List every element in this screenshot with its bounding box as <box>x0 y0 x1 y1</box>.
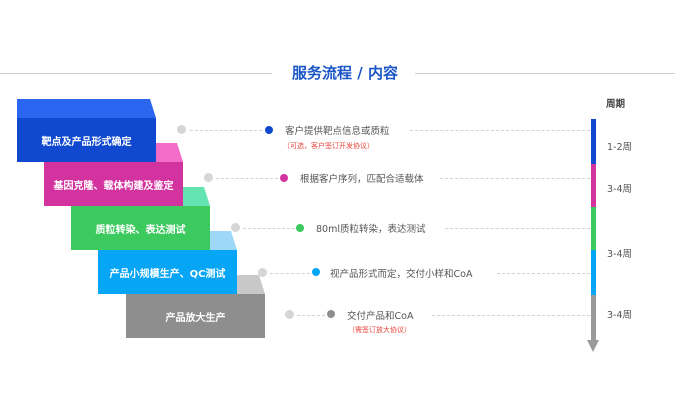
duration-4: 3-4周 <box>607 310 633 321</box>
connector-dash <box>190 130 262 131</box>
timeline-arrow-icon <box>587 340 599 352</box>
connector-dash <box>497 273 590 274</box>
step-4-dot <box>312 268 320 276</box>
step-1: 靶点及产品形式确定 <box>17 99 156 162</box>
step-3-content: 80ml质粒转染，表达测试 <box>316 224 426 235</box>
timeline-segment-green <box>591 207 596 250</box>
step-top <box>17 99 156 118</box>
step-5-content: 交付产品和CoA <box>347 311 414 322</box>
page-title: 服务流程 / 内容 <box>292 64 398 82</box>
step-label: 产品放大生产 <box>126 294 265 338</box>
connector-dash <box>410 130 590 131</box>
step-5-dot <box>327 310 335 318</box>
connector-start-dot <box>204 173 213 182</box>
duration-3: 3-4周 <box>607 249 633 260</box>
timeline-segment-cyan <box>591 250 596 295</box>
connector-dash <box>243 228 295 229</box>
connector-start-dot <box>231 223 240 232</box>
title-rule-left <box>0 73 272 74</box>
step-2-dot <box>280 174 288 182</box>
connector-dash <box>432 315 590 316</box>
period-header: 周期 <box>606 99 626 110</box>
connector-dash <box>270 273 310 274</box>
step-1-dot <box>265 126 273 134</box>
connector-start-dot <box>258 268 267 277</box>
step-5-note: （需签订放大协议） <box>348 326 411 334</box>
step-label: 靶点及产品形式确定 <box>17 118 156 162</box>
timeline-segment-magenta <box>591 164 596 207</box>
timeline-segment-blue <box>591 119 596 164</box>
title-rule-right <box>415 73 675 74</box>
connector-dash <box>445 228 590 229</box>
step-4-content: 视产品形式而定，交付小样和CoA <box>330 269 473 280</box>
timeline-segment-gray <box>591 295 596 341</box>
duration-1: 1-2周 <box>607 142 633 153</box>
step-label: 产品小规模生产、QC测试 <box>98 250 237 294</box>
connector-dash <box>297 315 325 316</box>
step-1-content: 客户提供靶点信息或质粒 <box>285 126 390 137</box>
step-2-content: 根据客户序列，匹配合适载体 <box>300 174 424 185</box>
step-1-note: （可选，客户签订开发协议） <box>283 142 374 150</box>
step-label: 基因克隆、载体构建及鉴定 <box>44 162 183 206</box>
connector-start-dot <box>177 125 186 134</box>
step-3-dot <box>296 224 304 232</box>
duration-2: 3-4周 <box>607 184 633 195</box>
connector-dash <box>216 178 278 179</box>
step-label: 质粒转染、表达测试 <box>71 206 210 250</box>
connector-start-dot <box>285 310 294 319</box>
connector-dash <box>440 178 590 179</box>
